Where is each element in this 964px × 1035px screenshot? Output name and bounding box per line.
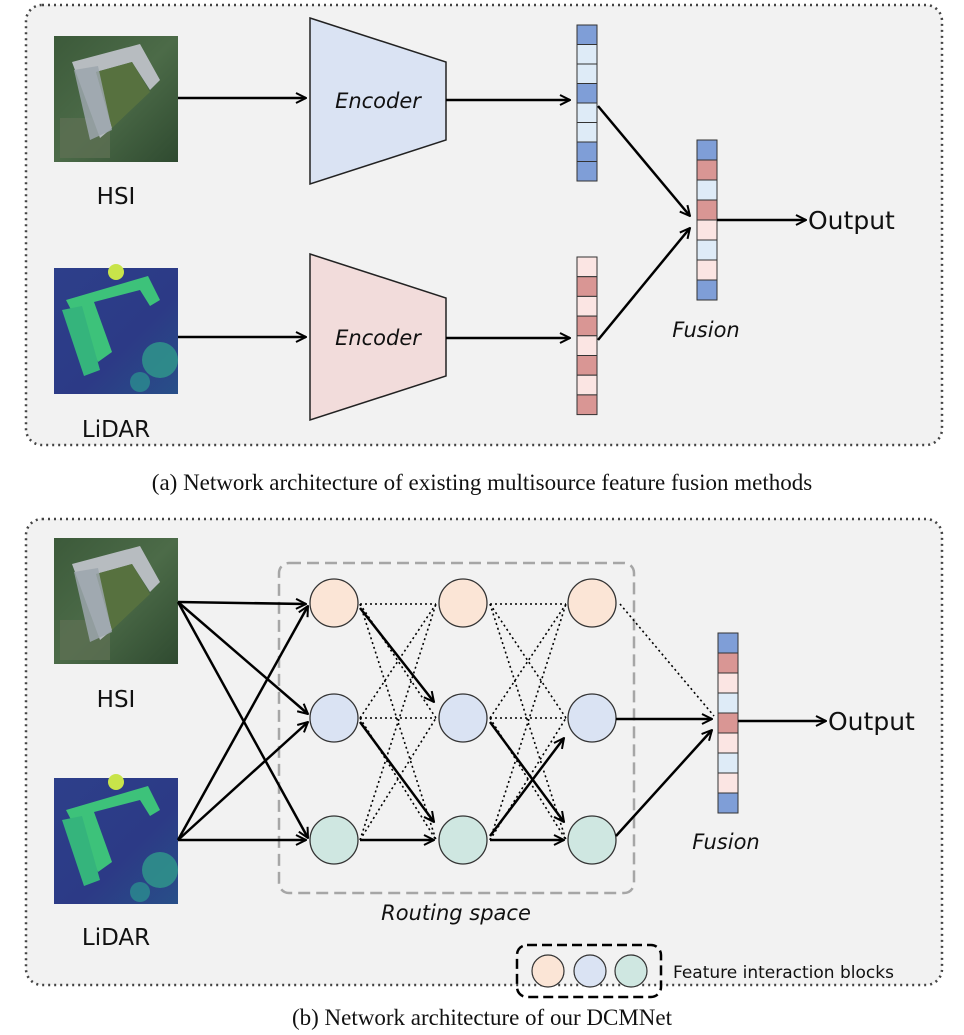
routing-space-box bbox=[277, 561, 636, 895]
panel-b: HSI LiDAR Routing space bbox=[24, 517, 944, 999]
caption-b: (b) Network architecture of our DCMNet bbox=[292, 1005, 673, 1030]
hsi-input-arrows bbox=[176, 602, 308, 838]
hsi-image-b bbox=[54, 538, 178, 664]
hsi-vector-to-fusion-arrow bbox=[597, 105, 690, 216]
legend-label: Feature interaction blocks bbox=[673, 963, 894, 983]
node-green-2 bbox=[438, 815, 488, 865]
node-blue-1 bbox=[309, 693, 359, 743]
node-green-3 bbox=[567, 815, 617, 865]
fusion-vector-b bbox=[717, 632, 739, 814]
lidar-image-b bbox=[54, 774, 178, 904]
legend: Feature interaction blocks bbox=[515, 943, 894, 999]
routing-candidate-connections bbox=[359, 603, 715, 841]
interaction-nodes bbox=[309, 578, 617, 865]
output-label-b: Output bbox=[828, 707, 915, 736]
encoder-lidar bbox=[309, 252, 447, 422]
lidar-input-arrows bbox=[176, 606, 308, 840]
routing-space-label: Routing space bbox=[381, 901, 531, 925]
legend-orange-node bbox=[531, 954, 565, 988]
hsi-image bbox=[54, 36, 178, 162]
node-blue-3 bbox=[567, 693, 617, 743]
panel-a-frame bbox=[24, 3, 944, 447]
node-orange-3 bbox=[567, 578, 617, 628]
green-node-to-fusion-arrow bbox=[615, 730, 712, 837]
hsi-label-b: HSI bbox=[97, 687, 136, 713]
encoder-lidar-label: Encoder bbox=[335, 326, 422, 350]
node-orange-2 bbox=[438, 578, 488, 628]
fusion-vector-a bbox=[696, 139, 718, 301]
legend-blue-node bbox=[573, 954, 607, 988]
lidar-feature-vector bbox=[576, 256, 598, 416]
panel-a: HSI LiDAR Encoder Encoder bbox=[24, 3, 944, 447]
lidar-image bbox=[54, 264, 178, 394]
node-blue-2 bbox=[438, 693, 488, 743]
lidar-vector-to-fusion-arrow bbox=[597, 228, 690, 341]
caption-a: (a) Network architecture of existing mul… bbox=[152, 470, 812, 495]
routing-selected-paths bbox=[358, 607, 564, 840]
lidar-label-b: LiDAR bbox=[82, 925, 150, 951]
hsi-feature-vector bbox=[576, 24, 598, 182]
fusion-label-b: Fusion bbox=[692, 830, 759, 854]
hsi-label: HSI bbox=[97, 184, 136, 210]
legend-box bbox=[515, 943, 663, 999]
legend-green-node bbox=[614, 954, 648, 988]
output-label-a: Output bbox=[808, 206, 895, 235]
encoder-hsi bbox=[309, 16, 447, 186]
panel-b-frame bbox=[24, 517, 944, 987]
encoder-hsi-label: Encoder bbox=[335, 89, 422, 113]
node-green-1 bbox=[309, 815, 359, 865]
node-orange-1 bbox=[309, 578, 359, 628]
lidar-label: LiDAR bbox=[82, 417, 150, 443]
fusion-label-a: Fusion bbox=[672, 318, 739, 342]
